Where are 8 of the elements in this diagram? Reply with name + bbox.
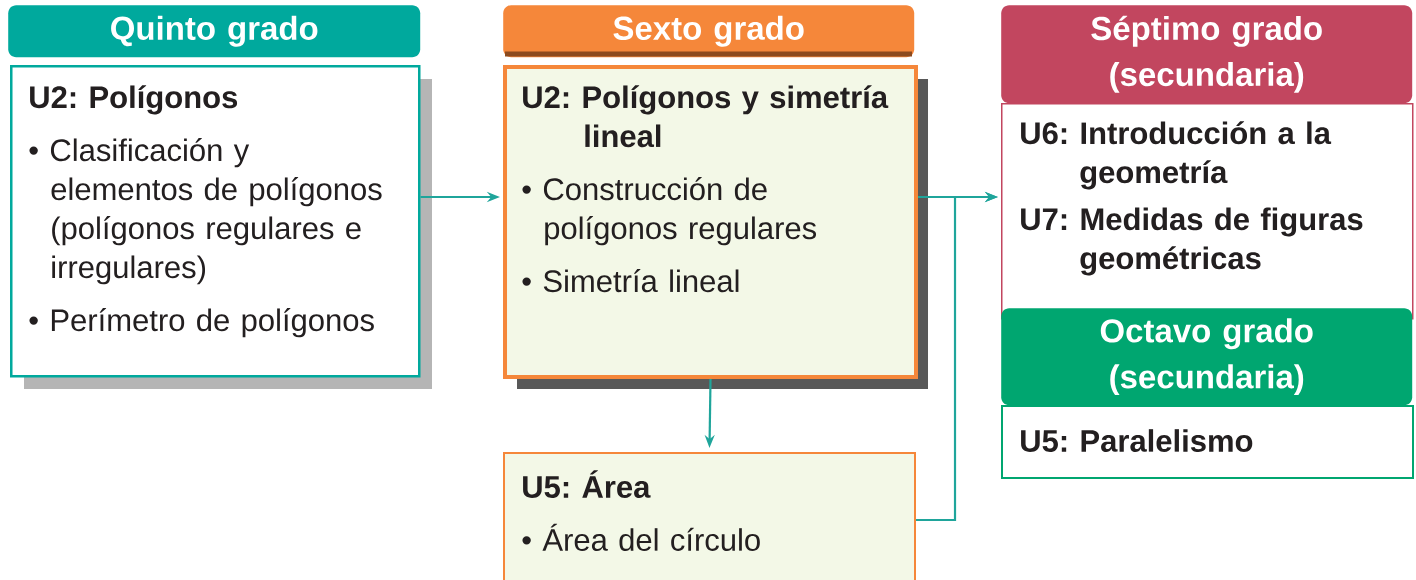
unit-box: U2: Polígonos y simetría lineal • Construcción de polígonos regulares • Simetría lineal [503, 65, 918, 379]
grade-header: Séptimo grado (secundaria) [1001, 5, 1413, 104]
unit-box: U5: Paralelismo [1001, 405, 1414, 479]
unit-box: U5: Área • Área del círculo [503, 452, 916, 580]
unit-box: U2: Polígonos • Clasificación y elementos de polígonos (polígonos regulares e irregulares) • Perímetro de polígonos [10, 65, 421, 378]
grade-header: Quinto grado [8, 5, 421, 58]
grade-header: Sexto grado [503, 5, 915, 58]
grade-header: Octavo grado (secundaria) [1001, 308, 1413, 406]
